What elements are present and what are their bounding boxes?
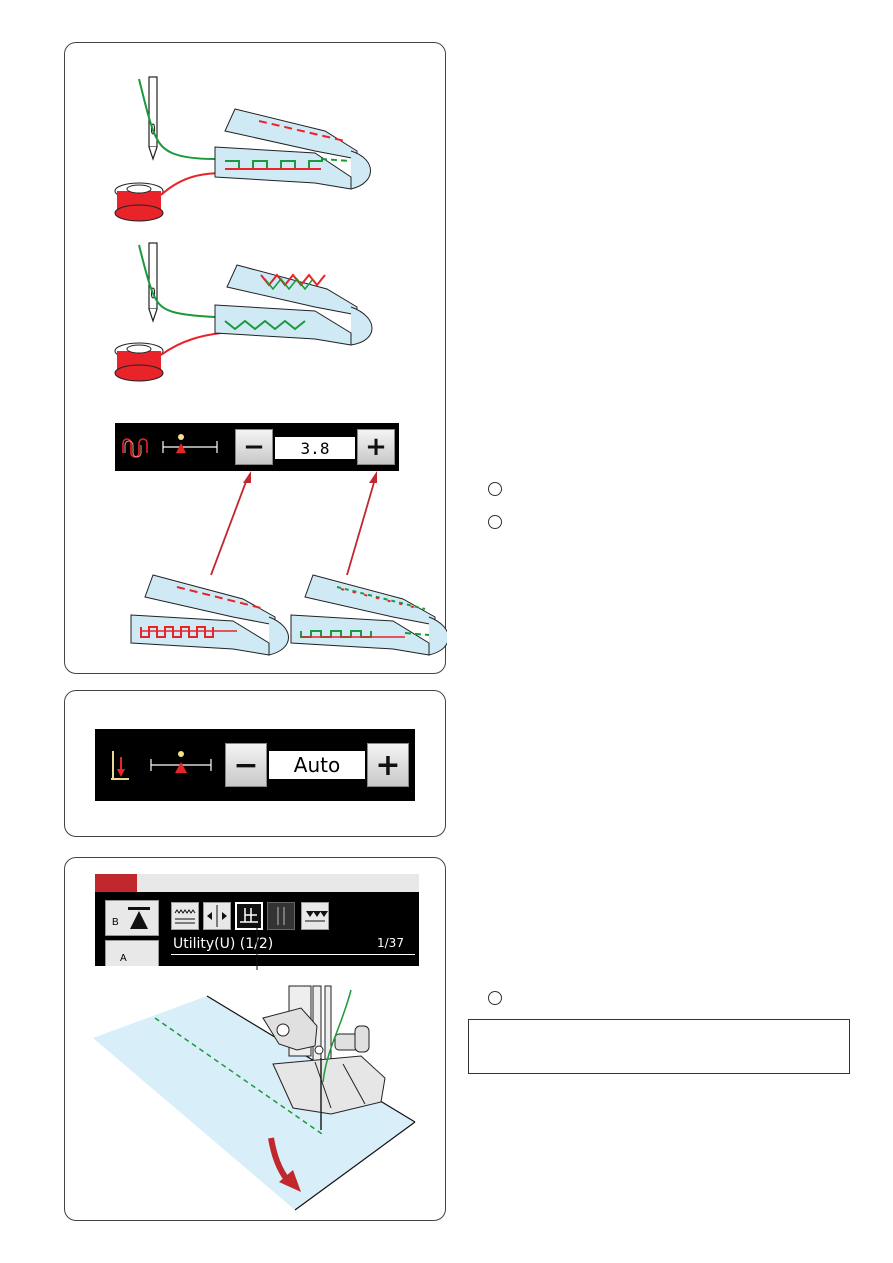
presser-foot-illustration — [262, 985, 386, 1130]
tension-minus-button[interactable]: − — [235, 429, 273, 465]
stitch-category-icon-4[interactable] — [267, 902, 295, 930]
callout-marker-2 — [488, 515, 502, 529]
screen-divider — [171, 954, 415, 955]
scale-indicator-icon — [162, 434, 218, 453]
stitch-category-icon-2[interactable] — [203, 902, 231, 930]
tension-diagram — [114, 76, 447, 656]
seam-line — [154, 1017, 326, 1137]
twin-needle-icon — [277, 907, 285, 925]
tension-icons — [122, 434, 218, 458]
pressure-minus-button[interactable]: − — [225, 743, 267, 787]
foot-pressure-control: − Auto + — [95, 729, 415, 801]
fabric-fold-illustration-2 — [214, 264, 373, 346]
pressure-plus-button[interactable]: + — [367, 743, 409, 787]
thread-tension-illustration-panel: − 3.8 + — [64, 42, 447, 674]
bobbin-illustration-1 — [114, 172, 226, 222]
thread-tension-control: − 3.8 + — [115, 423, 399, 471]
fabric-fold-illustration-4 — [290, 574, 447, 656]
thread-tension-icon — [122, 438, 148, 458]
fabric-fold-illustration-1 — [214, 108, 371, 190]
sewing-illustration — [93, 928, 416, 1211]
pressure-value-display: Auto — [269, 751, 365, 779]
b-key-label: B — [112, 917, 119, 928]
stitch-category-icon-5[interactable] — [301, 902, 329, 930]
machine-mode-icon[interactable] — [95, 874, 137, 892]
position-adjust-icon — [207, 905, 227, 927]
sewing-screen-panel: B A — [64, 857, 446, 1221]
fabric-sheet — [93, 996, 415, 1210]
presser-foot-b-key[interactable]: B — [105, 900, 159, 936]
pointer-arrows — [210, 471, 377, 576]
needle-illustration-1 — [138, 76, 216, 161]
a-key-label: A — [120, 953, 127, 964]
pressure-icons — [111, 751, 212, 780]
note-box — [468, 1019, 850, 1074]
presser-foot-a-key[interactable]: A — [105, 940, 159, 966]
pressure-scale-indicator-icon — [150, 751, 212, 773]
fabric-fold-illustration-3 — [130, 574, 289, 656]
needle-illustration-2 — [138, 242, 216, 323]
presser-foot-pressure-icon — [111, 751, 129, 780]
tension-value-display: 3.8 — [275, 437, 355, 459]
screen-top-bar — [95, 874, 419, 892]
decorative-stitch-icon — [305, 911, 328, 922]
stitch-category-icon-1[interactable] — [171, 902, 199, 930]
bobbin-illustration-2 — [114, 332, 222, 382]
mode-label: Utility(U) (1/2) — [173, 936, 274, 952]
needle-up-icon — [128, 907, 150, 929]
presser-foot-settings-icon — [240, 908, 258, 923]
stitch-category-icon-3-selected[interactable] — [235, 902, 263, 930]
foot-pressure-panel: − Auto + — [64, 690, 446, 837]
callout-marker-1 — [488, 482, 502, 496]
callout-marker-3 — [488, 991, 502, 1005]
straight-stitch-category-icon — [174, 909, 196, 924]
page-counter: 1/37 — [377, 936, 404, 950]
tension-plus-button[interactable]: + — [357, 429, 395, 465]
